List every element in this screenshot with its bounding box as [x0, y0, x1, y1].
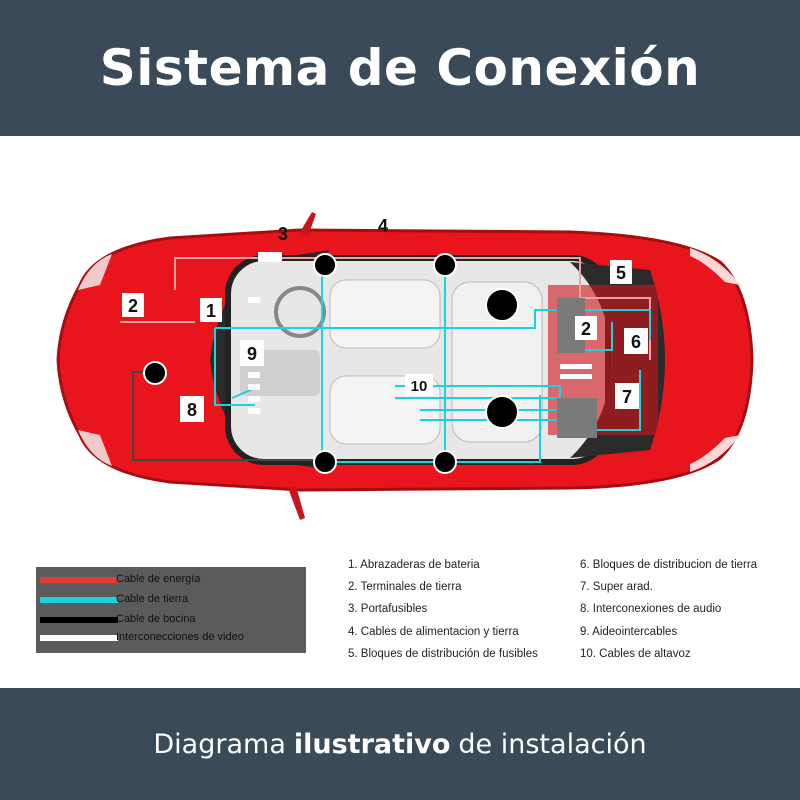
legend-label-video: Interconecciones de video: [116, 631, 244, 643]
headlight-right: [78, 430, 112, 466]
taillight-top: [690, 248, 740, 285]
list-item: 7. Super arad.: [580, 581, 653, 594]
svg-text:2: 2: [581, 319, 591, 339]
list-item: 5. Bloques de distribución de fusibles: [348, 647, 538, 660]
svg-text:4: 4: [378, 216, 388, 236]
title-banner: Sistema de Conexión: [0, 0, 800, 136]
list-item: 6. Bloques de distribucion de tierra: [580, 559, 758, 571]
legend-row-ground: Cable de tierra: [36, 591, 306, 609]
svg-text:10: 10: [411, 378, 428, 395]
legend-swatch-speaker: [40, 617, 118, 623]
component-list-left: 1. Abrazaderas de bateria 2. Terminales …: [348, 556, 538, 667]
legend-label-ground: Cable de tierra: [116, 593, 189, 605]
white-bar-2: [560, 374, 592, 379]
list-item: 10. Cables de altavoz: [580, 647, 691, 660]
legend-swatch-power: [40, 577, 118, 583]
callout-2-left: 2: [122, 293, 144, 317]
callout-7: 7: [615, 383, 639, 409]
legend-label-speaker: Cable de bocina: [116, 613, 196, 625]
front-seat-driver: [329, 279, 441, 349]
taillight-bottom: [690, 435, 740, 472]
svg-text:2: 2: [128, 296, 138, 316]
list-item: 3. Portafusibles: [348, 603, 428, 616]
caption-banner: Diagrama ilustrativo de instalación: [0, 688, 800, 800]
mirror-top: [300, 212, 316, 236]
caption-suffix: de instalación: [458, 728, 647, 760]
legend-row-speaker: Cable de bocina: [36, 611, 306, 629]
rear-seat: [451, 281, 543, 443]
mirror-bottom: [288, 486, 305, 520]
white-bar-1: [560, 364, 592, 369]
callout-10: 10: [405, 374, 433, 396]
caption-prefix: Diagrama: [153, 728, 286, 760]
legend-swatch-ground: [40, 597, 118, 603]
caption-bold: ilustrativo: [293, 728, 451, 760]
svg-text:3: 3: [278, 224, 288, 244]
svg-text:9: 9: [247, 344, 257, 364]
interconnect-5: [248, 297, 260, 303]
legend-row-power: Cable de energía: [36, 571, 306, 589]
interconnect-3: [248, 396, 260, 402]
list-item: 1. Abrazaderas de bateria: [348, 559, 480, 571]
steering-wheel: [274, 286, 326, 338]
list-item: 4. Cables de alimentacion y tierra: [348, 625, 519, 638]
callout-5: 5: [610, 260, 632, 284]
interconnect-1: [248, 372, 260, 378]
callout-8: 8: [180, 396, 204, 422]
svg-text:5: 5: [616, 263, 626, 283]
wire-legend: Cable de energía Cable de tierra Cable d…: [36, 567, 306, 653]
list-item: 8. Interconexiones de audio: [580, 603, 722, 616]
component-list-right: 6. Bloques de distribucion de tierra 7. …: [580, 556, 757, 667]
legend-swatch-video: [40, 635, 118, 641]
car-wiring-diagram: 1 2 3 4 5 2 6 7 8 9 10: [56, 212, 754, 520]
svg-text:1: 1: [206, 301, 216, 321]
interconnect-2: [248, 384, 260, 390]
legend-label-power: Cable de energía: [116, 573, 201, 585]
callout-4: 4: [378, 216, 388, 236]
power-wire: [174, 257, 651, 360]
svg-text:8: 8: [187, 400, 197, 420]
amplifier: [557, 398, 597, 438]
legend-row-video: Interconecciones de video: [36, 629, 306, 647]
list-item: 2. Terminales de tierra: [348, 581, 462, 594]
headlight-left: [78, 254, 112, 290]
callout-2-right: 2: [575, 316, 597, 340]
page-title: Sistema de Conexión: [99, 39, 701, 97]
svg-text:6: 6: [631, 332, 641, 352]
speakers: [143, 253, 519, 474]
list-item: 9. Aideointercables: [580, 625, 678, 638]
callout-6: 6: [624, 328, 648, 354]
callout-1: 1: [200, 298, 222, 322]
callout-3: 3: [278, 224, 288, 244]
fuse-holder: [258, 252, 282, 262]
interconnect-4: [248, 408, 260, 414]
svg-text:7: 7: [622, 387, 632, 407]
callout-9: 9: [240, 340, 264, 366]
